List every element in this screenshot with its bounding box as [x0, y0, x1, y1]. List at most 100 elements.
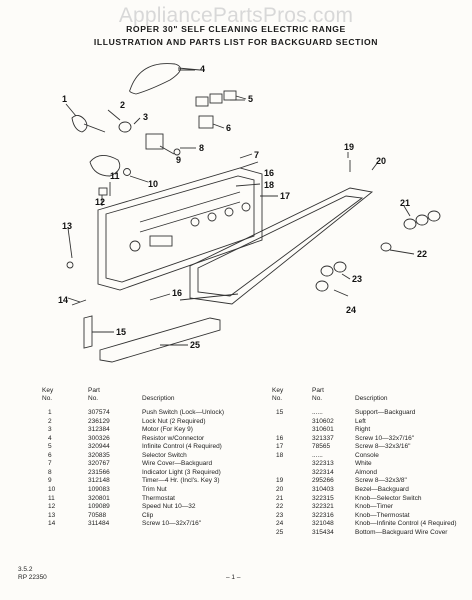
part-description-cell: Speed Nut 10—32 [142, 503, 196, 511]
clip-part [66, 261, 74, 269]
part-key-cell: 11 [48, 494, 55, 502]
callout-19: 19 [344, 142, 354, 152]
table-row: 3 312384 Motor (For Key 9) [0, 426, 472, 434]
footer-line2: RP 22350 [18, 574, 47, 581]
table-row: 23 322316 Knob—Thermostat [0, 512, 472, 520]
part-description-cell: Almond [355, 468, 378, 476]
part-number-cell: 312384 [88, 426, 110, 434]
part-description-cell: White [355, 460, 372, 468]
header-key-label: Key [272, 387, 284, 394]
part-number-cell: 320767 [88, 460, 110, 468]
callout-8: 8 [199, 143, 204, 153]
callout-9: 9 [176, 155, 181, 165]
part-description-cell: Motor (For Key 9) [142, 426, 193, 434]
footer-line1: 3.5.2 [18, 566, 33, 573]
part-key-cell: 8 [48, 468, 52, 476]
part-key-cell: 23 [276, 511, 284, 519]
part-key-cell: 1 [48, 409, 52, 416]
part-number-cell: 109083 [88, 485, 110, 493]
callout-6: 6 [226, 123, 231, 133]
bezel-part [189, 187, 374, 305]
callout-7: 7 [254, 150, 259, 160]
part-description-cell: Bezel—Backguard [355, 485, 409, 493]
indicator-light-part [173, 148, 181, 156]
speed-nut-part [98, 187, 108, 196]
part-description-cell: Infinite Control (4 Required) [142, 443, 222, 451]
screw-part [71, 299, 87, 306]
knob-parts [315, 210, 441, 292]
page-number: – 1 – [226, 574, 241, 581]
header-partno-label: No. [88, 395, 99, 402]
part-description-cell: Screw 8—32x3/16" [355, 443, 411, 451]
part-description-cell: Bottom—Backguard Wire Cover [355, 528, 448, 536]
part-key-cell: 19 [276, 477, 284, 485]
part-description-cell: Screw 10—32x7/16" [142, 520, 202, 528]
callout-22: 22 [417, 249, 427, 259]
part-description-cell: Push Switch (Lock—Unlock) [142, 409, 224, 416]
motor-part [118, 121, 132, 133]
part-key-cell: 20 [276, 485, 284, 493]
part-key-cell: 16 [276, 434, 284, 442]
part-description-cell: Screw 8—32x3/8" [355, 477, 407, 485]
callout-1: 1 [62, 94, 67, 104]
part-key-cell: 12 [48, 503, 56, 511]
callout-24: 24 [346, 305, 356, 315]
table-row: 322313 White [0, 460, 472, 468]
part-key-cell: 3 [48, 426, 52, 434]
part-number-cell: 321048 [312, 520, 334, 528]
part-description-cell: Knob—Timer [355, 503, 394, 511]
infinite-controls-part [195, 90, 247, 107]
bottom-wire-cover-part [99, 317, 221, 363]
part-number-cell: 231566 [88, 468, 110, 476]
header-description-right: Description [355, 395, 388, 402]
part-number-cell: 320801 [88, 494, 110, 502]
part-description-cell: Support—Backguard [355, 409, 416, 416]
part-key-cell: 15 [276, 409, 284, 416]
callout-2: 2 [120, 100, 125, 110]
part-number-cell: ...... [312, 409, 323, 416]
table-row: 20 310403 Bezel—Backguard [0, 486, 472, 494]
part-description-cell: Resistor w/Connector [142, 434, 205, 442]
part-number-cell: 322313 [312, 460, 334, 468]
part-key-cell: 6 [48, 451, 52, 459]
part-description-cell: Timer—4 Hr. (Incl's. Key 3) [142, 477, 220, 485]
part-key-cell: 25 [276, 528, 284, 536]
callout-12: 12 [95, 197, 105, 207]
footer-code: 3.5.2 RP 22350 [18, 566, 47, 582]
callout-20: 20 [376, 156, 386, 166]
push-switch-part [71, 115, 88, 133]
part-number-cell: 300326 [88, 434, 110, 442]
part-number-cell: 310403 [312, 485, 334, 493]
part-description-cell: Clip [142, 511, 154, 519]
part-number-cell: 320944 [88, 443, 110, 451]
part-number-cell: 70588 [88, 511, 107, 519]
part-description-cell: Console [355, 451, 379, 459]
part-number-cell: 322321 [312, 503, 334, 511]
header-partno-label: No. [312, 395, 323, 402]
part-description-cell: Knob—Thermostat [355, 511, 410, 519]
page-subtitle: ILLUSTRATION AND PARTS LIST FOR BACKGUAR… [93, 37, 379, 47]
part-key-cell: 10 [48, 485, 56, 493]
part-key-cell: 24 [276, 520, 284, 528]
callout-18: 18 [264, 180, 274, 190]
callout-21: 21 [400, 198, 410, 208]
selector-switch-part [198, 115, 214, 129]
part-number-cell: 322316 [312, 511, 334, 519]
part-number-cell: ...... [312, 451, 323, 459]
header-part-label: Part [312, 387, 324, 394]
part-number-cell: 312148 [88, 477, 110, 485]
callout-5: 5 [248, 94, 253, 104]
